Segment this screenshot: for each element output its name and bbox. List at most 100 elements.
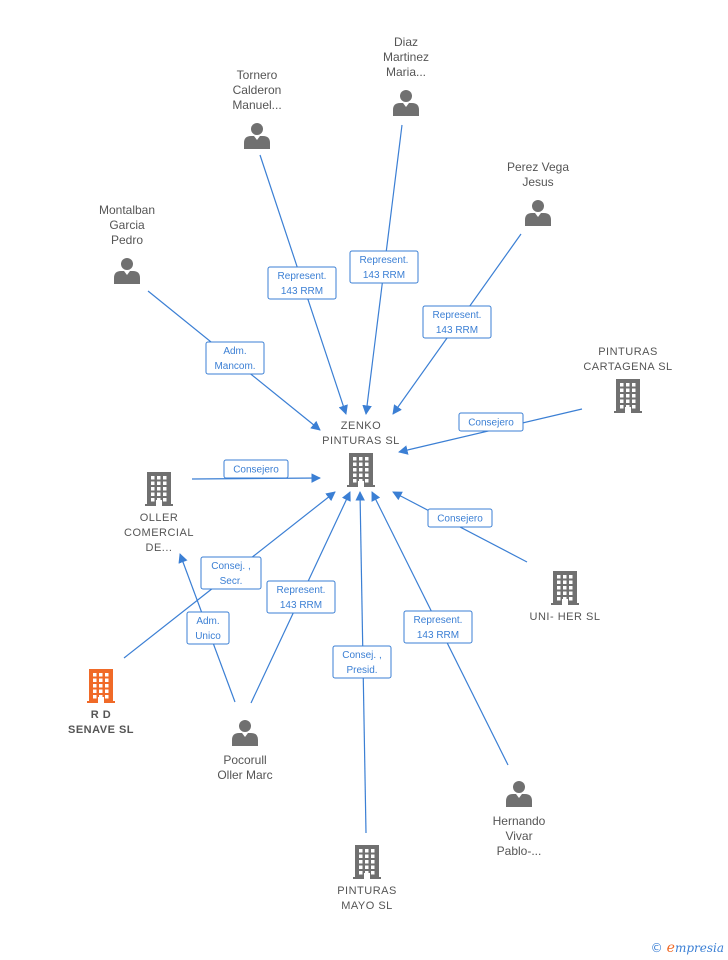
person-icon	[506, 781, 532, 807]
node-pinturas_mayo[interactable]: PINTURAS MAYO SL	[337, 845, 397, 912]
edge-perez-to-zenko: Represent.143 RRM	[392, 233, 522, 415]
edge-label-frame	[200, 556, 262, 590]
edge-rd_senave-to-zenko: Consej. , Secr.	[123, 491, 336, 659]
node-label: PINTURAS	[337, 885, 397, 897]
edge-label-box[interactable]: Represent. 143 RRM	[403, 610, 473, 644]
building-icon	[347, 453, 375, 487]
edge-diaz-to-zenko: Represent.143 RRM	[349, 124, 419, 415]
edge-label-frame	[403, 610, 473, 644]
edge-label-box[interactable]: Adm. Unico	[186, 611, 230, 645]
edge-label-frame	[427, 508, 493, 528]
node-label: Pedro	[111, 233, 143, 247]
node-label: ZENKO	[341, 420, 381, 432]
edge-label-box[interactable]: Represent. 143 RRM	[267, 266, 337, 300]
edge-label-frame	[205, 341, 265, 375]
node-label: Montalban	[99, 203, 155, 217]
edge-label-frame	[422, 305, 492, 339]
edge-label-box[interactable]: Consej. ,Presid.	[332, 645, 392, 679]
node-label: Oller Marc	[217, 768, 272, 782]
node-label: Manuel...	[232, 98, 281, 112]
edge-label-text: Represent.	[277, 585, 326, 596]
node-label: Perez Vega	[507, 160, 569, 174]
edge-label-text: Adm.	[196, 616, 219, 627]
node-diaz[interactable]: DiazMartinezMaria...	[383, 35, 429, 116]
node-zenko[interactable]: ZENKO PINTURAS SL	[322, 420, 400, 487]
copyright-icon: ©	[650, 941, 663, 955]
person-icon	[244, 123, 270, 149]
edge-label-text: Consejero	[468, 418, 514, 429]
node-label: Calderon	[233, 83, 282, 97]
edge-label-box[interactable]: Consejero	[458, 412, 524, 432]
edge-label-text: 143 RRM	[436, 325, 478, 336]
node-label: PINTURAS SL	[322, 435, 400, 447]
edge-label-text: Consej. ,	[211, 561, 250, 572]
edge-pocorull-to-zenko: Represent. 143 RRM	[250, 491, 351, 704]
edge-label-box[interactable]: Represent. 143 RRM	[266, 580, 336, 614]
edge-label-text: 143 RRM	[280, 600, 322, 611]
person-icon	[393, 90, 419, 116]
building-icon	[145, 472, 173, 506]
edge-label-frame	[349, 250, 419, 284]
edge-label-frame	[267, 266, 337, 300]
brand-footer: ©empresia	[651, 940, 724, 956]
node-label: Diaz	[394, 35, 418, 49]
edge-label-box[interactable]: Represent.143 RRM	[422, 305, 492, 339]
node-oller[interactable]: OLLERCOMERCIALDE...	[124, 472, 194, 554]
person-icon	[232, 720, 258, 746]
edge-label-text: Represent.	[360, 255, 409, 266]
edge-label-text: Unico	[195, 631, 221, 642]
node-label: SENAVE SL	[68, 724, 134, 736]
node-label: R D	[91, 709, 111, 721]
edge-label-text: Consejero	[233, 465, 279, 476]
node-label: Pocorull	[223, 753, 266, 767]
edge-pocorull-to-oller: Adm. Unico	[178, 553, 236, 703]
edge-label-text: Consej. ,	[342, 650, 381, 661]
edge-pinturas_cartagena-to-zenko: Consejero	[398, 408, 583, 455]
edge-label-text: Represent.	[278, 271, 327, 282]
edge-label-frame	[186, 611, 230, 645]
edge-hernando-to-zenko: Represent. 143 RRM	[371, 491, 509, 766]
node-rd_senave[interactable]: R D SENAVE SL	[68, 669, 134, 736]
edge-label-frame	[266, 580, 336, 614]
person-icon	[525, 200, 551, 226]
edge-pinturas_mayo-to-zenko: Consej. ,Presid.	[332, 491, 392, 834]
node-hernando[interactable]: HernandoVivarPablo-...	[493, 781, 546, 858]
building-icon	[87, 669, 115, 703]
node-label: OLLER	[140, 512, 179, 524]
node-label: Pablo-...	[497, 844, 542, 858]
edge-label-text: 143 RRM	[417, 630, 459, 641]
edge-label-text: Adm.	[223, 346, 246, 357]
node-label: Jesus	[522, 175, 553, 189]
node-label: CARTAGENA SL	[583, 361, 672, 373]
node-label: UNI- HER SL	[530, 611, 601, 623]
edge-label-text: Consejero	[437, 514, 483, 525]
edge-label-box[interactable]: Consejero	[427, 508, 493, 528]
edge-label-box[interactable]: Represent.143 RRM	[349, 250, 419, 284]
node-label: Martinez	[383, 50, 429, 64]
edge-label-text: Secr.	[220, 576, 243, 587]
edge-label-box[interactable]: Adm. Mancom.	[205, 341, 265, 375]
node-label: Hernando	[493, 814, 546, 828]
node-label: Vivar	[505, 829, 532, 843]
edge-label-text: Mancom.	[214, 361, 255, 372]
edge-montalban-to-zenko: Adm. Mancom.	[147, 290, 321, 431]
node-unher[interactable]: UNI- HER SL	[530, 571, 601, 623]
edge-label-text: Represent.	[414, 615, 463, 626]
edge-tornero-to-zenko: Represent. 143 RRM	[259, 154, 348, 415]
node-label: DE...	[146, 542, 173, 554]
node-tornero[interactable]: TorneroCalderonManuel...	[232, 68, 282, 149]
edge-oller-to-zenko: Consejero	[191, 459, 321, 483]
building-icon	[614, 379, 642, 413]
edge-label-box[interactable]: Consejero	[223, 459, 289, 479]
edge-label-frame	[458, 412, 524, 432]
node-label: MAYO SL	[341, 900, 393, 912]
node-label: Garcia	[109, 218, 145, 232]
node-label: Tornero	[237, 68, 278, 82]
edge-label-box[interactable]: Consej. , Secr.	[200, 556, 262, 590]
edge-label-text: 143 RRM	[281, 286, 323, 297]
